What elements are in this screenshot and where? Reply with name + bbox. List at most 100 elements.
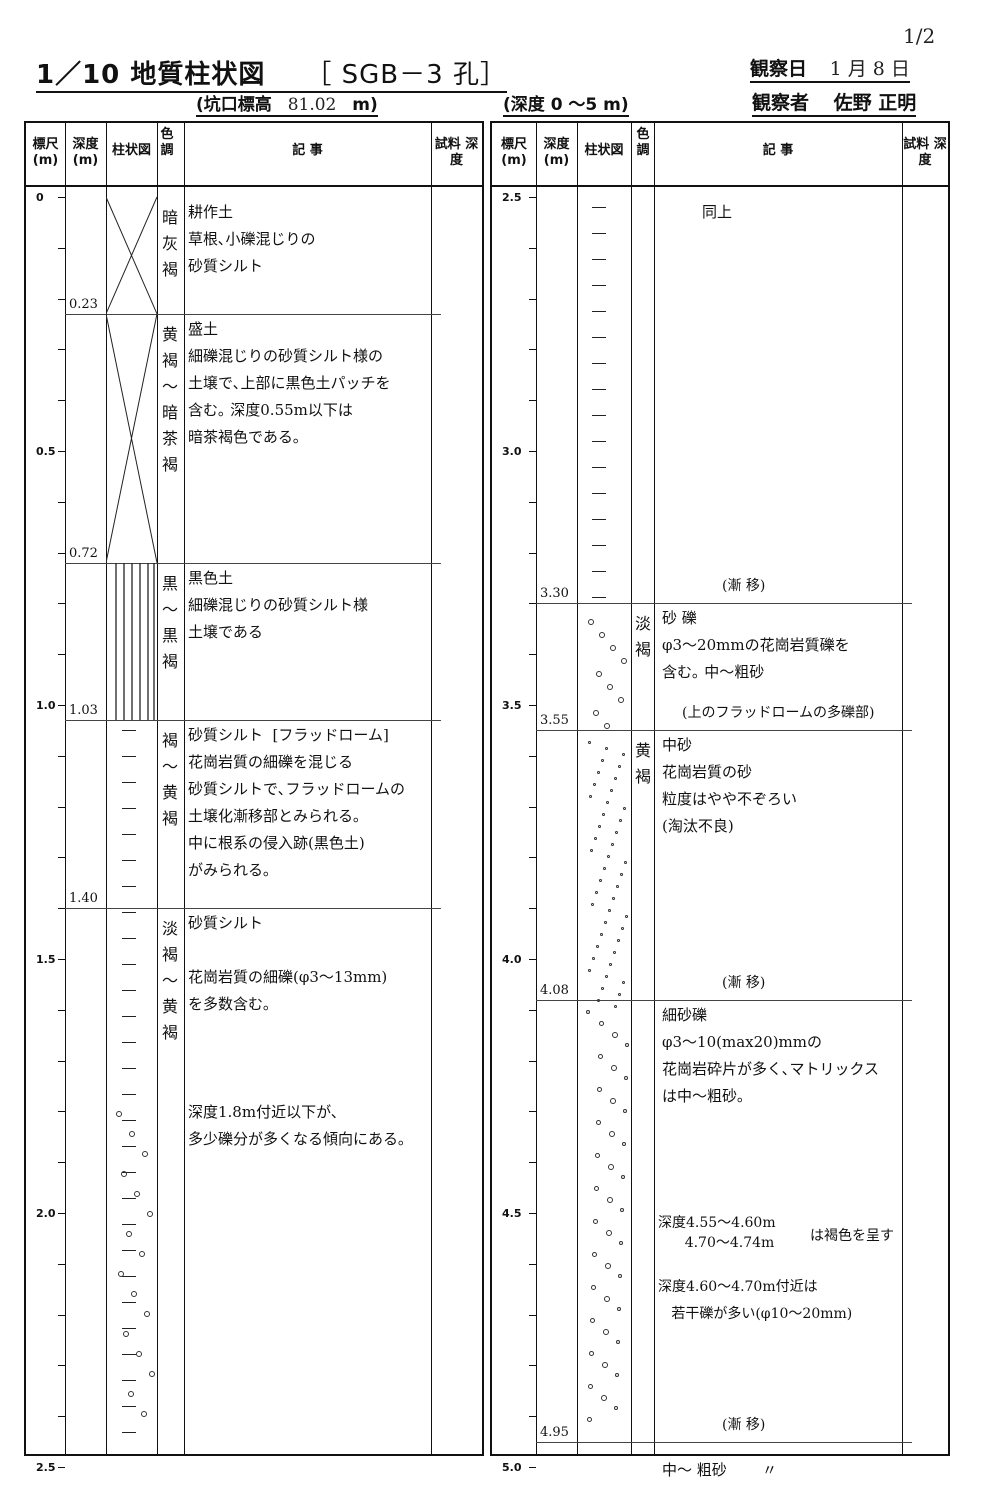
gravel-symbol [596,670,602,677]
layer-boundary [65,313,441,315]
sandy-gravel-symbol [623,1108,627,1113]
silt-symbol [122,1146,136,1148]
sand-symbol [589,794,592,798]
silt-symbol [122,1172,136,1174]
gravel-symbol [123,1331,129,1338]
silt-symbol [592,259,606,261]
sandy-gravel-symbol [625,1042,629,1047]
sand-symbol [602,812,605,816]
gravel-symbol [604,722,610,729]
scale-tick [529,247,536,249]
scale-tick [529,603,536,605]
scale-tick [529,1009,536,1011]
scale-tick [529,1111,536,1113]
gravel-symbol [139,1251,145,1258]
detail-note: は褐色を呈す [810,1228,894,1244]
sandy-gravel-symbol [612,1031,618,1038]
scale-tick [58,1365,65,1367]
scale-label: 3.0 [502,445,522,458]
gravel-symbol [128,1391,134,1398]
layer-description: 同上 [702,203,733,221]
header-notes: 記 事 [292,143,323,158]
scale-label: 4.5 [502,1207,522,1220]
silt-symbol [592,285,606,287]
silt-symbol [122,1068,136,1070]
sand-symbol [606,800,609,804]
layer-description: 砂 礫 φ3～20mmの花崗岩質礫を 含む｡ 中～粗砂 [662,609,850,682]
scale-tick [529,1263,536,1265]
silt-symbol [122,1016,136,1018]
silt-symbol [122,1276,136,1278]
layer-boundary [536,999,912,1001]
header-depth: 深度 (m) [72,137,99,168]
scale-tick [58,1111,65,1113]
layer-color: 淡 褐 [634,614,651,660]
sandy-gravel-symbol [601,1394,607,1401]
sand-symbol [592,956,595,960]
layer-color: 黄 褐 ～ 暗 茶 褐 [161,324,178,474]
sandy-gravel-symbol [586,1009,590,1014]
sandy-gravel-symbol [617,1306,621,1311]
scale-label: 1.5 [36,953,56,966]
transition-note: (上のフラッドロームの多礫部) [682,705,875,722]
scale-tick [58,959,65,960]
sandy-gravel-symbol [604,1295,610,1302]
gravel-symbol [610,644,616,651]
silt-symbol [592,441,606,443]
sand-symbol [593,782,596,786]
date-value: 1 月 8 日 [829,58,910,80]
scale-label: 2.0 [36,1207,56,1220]
layer-color: 暗 灰 褐 [161,208,178,279]
sand-symbol [604,920,607,924]
hole-id: ［ SGB－3 孔］ [305,60,507,90]
sandy-gravel-symbol [611,1064,617,1071]
header-column-r: 柱状図 [584,143,624,158]
depth-range: (深度 0 ～5 m) [503,90,629,117]
sandy-gravel-symbol [620,1207,624,1212]
sandy-gravel-symbol [588,1383,593,1389]
sand-symbol [591,902,594,906]
gravel-symbol [147,1211,153,1218]
sand-symbol [614,776,617,780]
sand-symbol [597,998,600,1002]
gravel-symbol [131,1291,137,1298]
silt-symbol [122,938,136,940]
layer-depth: 3.55 [540,713,569,729]
scale-tick [58,197,65,198]
silt-symbol [122,756,136,758]
sandy-gravel-symbol [603,1328,609,1335]
gravel-symbol [593,709,599,716]
silt-symbol [122,1432,136,1434]
gravel-symbol [142,1151,148,1158]
layer-boundary [65,562,441,564]
silt-symbol [592,571,606,573]
layer-boundary [536,730,912,732]
scale-tick [529,806,536,808]
sandy-gravel-symbol [591,1284,596,1290]
gravel-symbol [618,696,624,703]
silt-symbol [122,1328,136,1330]
layer-color: 淡 褐 ～ 黄 褐 [161,919,178,1043]
fill-symbol [106,196,157,563]
layer-description: 中砂 花崗岩質の砂 粒度はやや不ぞろい (淘汰不良) [662,736,798,836]
sand-symbol [588,740,591,744]
silt-symbol [592,207,606,209]
scale-label: 0 [36,191,44,204]
sand-symbol [601,758,604,762]
sand-symbol [612,896,615,900]
header-scale-r: 標尺 (m) [500,137,527,168]
layer-boundary [536,1441,912,1443]
gravel-symbol [129,1131,135,1138]
sand-symbol [614,1004,617,1008]
scale-tick [529,501,536,503]
layer-boundary [536,603,912,605]
sand-symbol [621,926,624,930]
sand-symbol [609,962,612,966]
sandy-gravel-symbol [621,1174,625,1179]
ditto-mark: 〃 [762,1460,778,1479]
silt-symbol [122,1094,136,1096]
scale-tick [529,1467,536,1468]
sandy-gravel-symbol [590,1317,595,1323]
scale-tick [58,1162,65,1164]
